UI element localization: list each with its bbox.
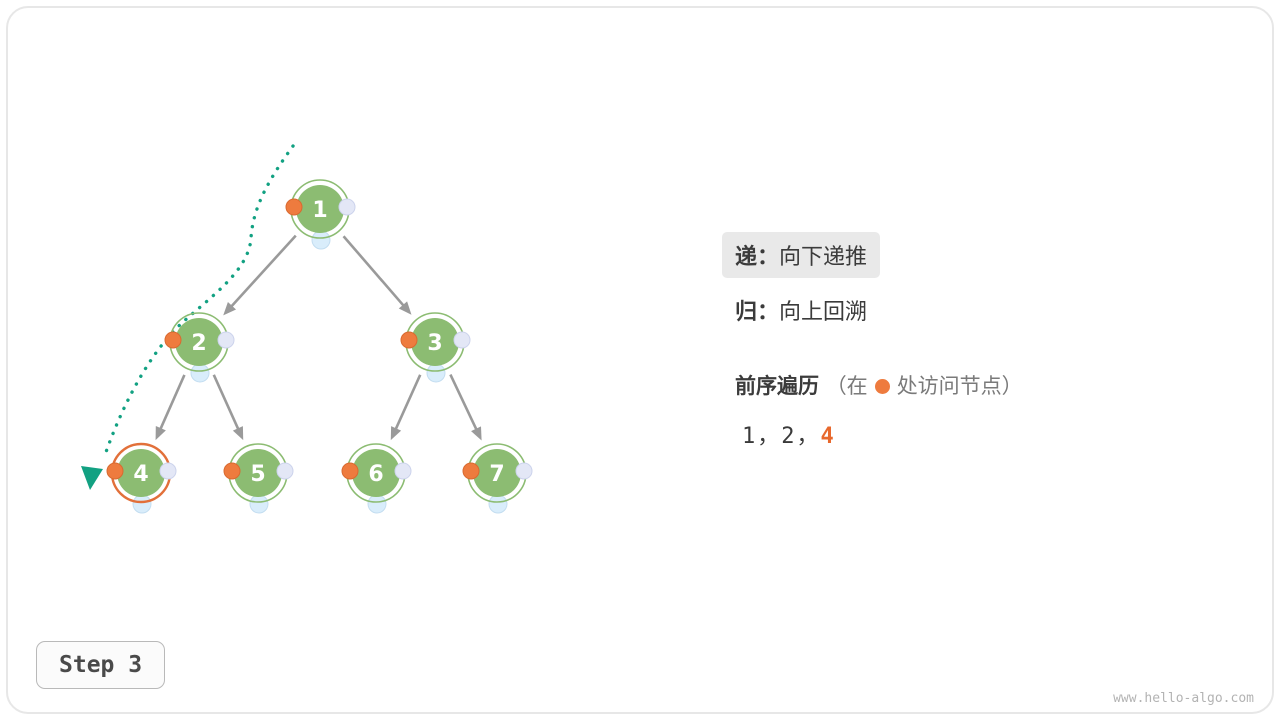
node-label: 5 bbox=[250, 462, 265, 487]
inorder-dot bbox=[367, 494, 387, 514]
postorder-dot bbox=[338, 198, 356, 216]
tree-node-3: 3 bbox=[400, 312, 471, 383]
preorder-visit-dot bbox=[223, 462, 241, 480]
postorder-dot bbox=[217, 331, 235, 349]
legend-traversal-title: 前序遍历 bbox=[735, 374, 819, 398]
tree-node-1: 1 bbox=[285, 179, 356, 250]
node-label: 6 bbox=[368, 462, 383, 487]
traversal-trace-path bbox=[104, 144, 295, 454]
legend-backtrack-label: 归： bbox=[735, 300, 780, 325]
tree-edge bbox=[449, 373, 482, 441]
tree-edge bbox=[212, 374, 244, 441]
legend-traversal: 前序遍历 （在 处访问节点） bbox=[722, 370, 1023, 400]
inorder-dot bbox=[190, 363, 210, 383]
tree-node-2: 2 bbox=[164, 312, 235, 383]
node-circle bbox=[473, 449, 521, 497]
postorder-dot bbox=[453, 331, 471, 349]
postorder-dot bbox=[276, 462, 294, 480]
traversal-sequence: 1，2，4 bbox=[722, 418, 1023, 450]
preorder-visit-dot bbox=[400, 331, 418, 349]
postorder-dot bbox=[159, 462, 177, 480]
legend-backtrack-text: 向上回溯 bbox=[779, 300, 868, 325]
preorder-visit-dot bbox=[164, 331, 182, 349]
node-circle bbox=[411, 318, 459, 366]
preorder-visit-dot bbox=[106, 462, 124, 480]
tree-node-7: 7 bbox=[462, 443, 533, 514]
sequence-current: 4 bbox=[820, 424, 836, 449]
watermark: www.hello-algo.com bbox=[1113, 691, 1254, 706]
inorder-dot bbox=[488, 494, 508, 514]
tree-edge bbox=[390, 374, 422, 441]
traversal-trace-arrowhead bbox=[81, 466, 103, 490]
node-circle bbox=[117, 449, 165, 497]
postorder-dot bbox=[394, 462, 412, 480]
inorder-dot bbox=[249, 494, 269, 514]
inorder-dot bbox=[132, 494, 152, 514]
tree-node-5: 5 bbox=[223, 443, 294, 514]
preorder-visit-dot bbox=[285, 198, 303, 216]
node-circle bbox=[234, 449, 282, 497]
legend-recurse-text: 向下递推 bbox=[779, 245, 868, 270]
page-card bbox=[6, 6, 1274, 714]
node-circle bbox=[296, 185, 344, 233]
tree-node-4: 4 bbox=[106, 442, 177, 514]
inorder-dot bbox=[426, 363, 446, 383]
node-label: 3 bbox=[427, 331, 442, 356]
node-label: 2 bbox=[191, 331, 206, 356]
node-label: 7 bbox=[489, 462, 504, 487]
inorder-dot bbox=[311, 230, 331, 250]
node-label: 1 bbox=[312, 198, 327, 223]
postorder-dot bbox=[515, 462, 533, 480]
tree-node-6: 6 bbox=[341, 443, 412, 514]
legend-panel: 递：向下递推 归：向上回溯 前序遍历 （在 处访问节点） 1，2，4 bbox=[722, 232, 1023, 450]
legend-note-close: 处访问节点） bbox=[896, 374, 1023, 398]
node-label: 4 bbox=[133, 462, 148, 487]
legend-recurse-label: 递： bbox=[735, 245, 780, 270]
tree-edge bbox=[223, 234, 297, 316]
visit-dot-icon bbox=[874, 379, 890, 394]
legend-backtrack: 归：向上回溯 bbox=[722, 294, 1023, 326]
tree-edge bbox=[342, 235, 412, 315]
sequence-visited: 1，2， bbox=[742, 424, 821, 449]
legend-recurse: 递：向下递推 bbox=[722, 232, 881, 278]
step-badge: Step 3 bbox=[36, 641, 166, 689]
node-circle bbox=[175, 318, 223, 366]
preorder-visit-dot bbox=[341, 462, 359, 480]
tree-edge bbox=[155, 374, 186, 441]
preorder-visit-dot bbox=[462, 462, 480, 480]
legend-note-open: （在 bbox=[825, 374, 868, 398]
node-circle bbox=[352, 449, 400, 497]
